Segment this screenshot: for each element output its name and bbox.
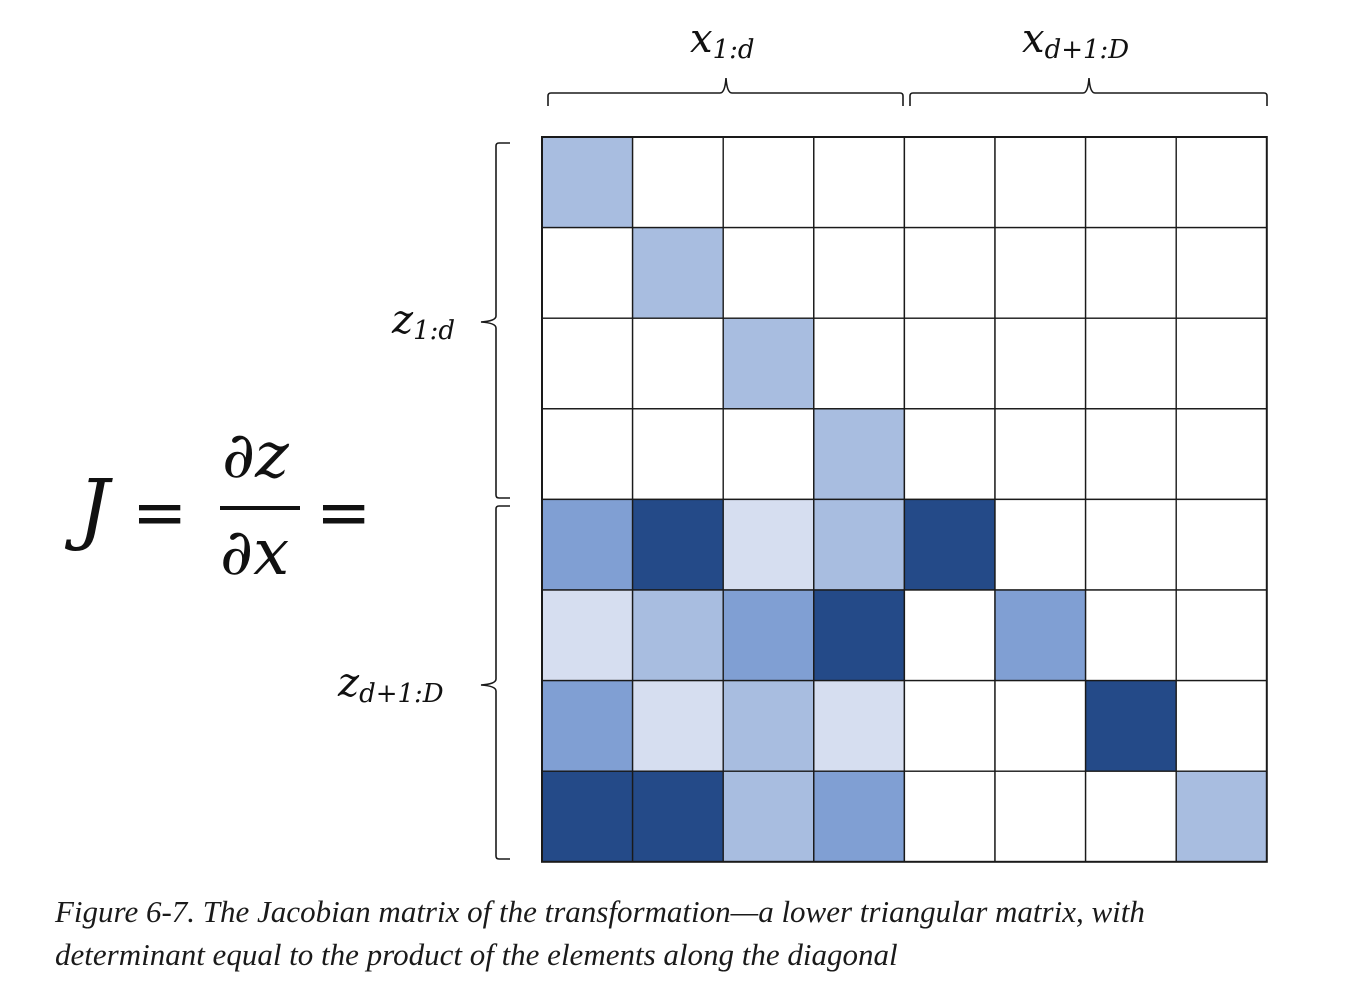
matrix-cell-r4-c8 <box>1175 408 1268 501</box>
matrix-cell-r7-c6 <box>994 679 1087 772</box>
matrix-cell-r5-c1 <box>541 498 634 591</box>
matrix-cell-r3-c6 <box>994 317 1087 410</box>
matrix-cell-r4-c3 <box>722 408 815 501</box>
matrix-cell-r1-c8 <box>1175 136 1268 229</box>
matrix-cell-r2-c3 <box>722 226 815 319</box>
matrix-cell-r2-c5 <box>903 226 996 319</box>
matrix-cell-r1-c1 <box>541 136 634 229</box>
matrix-cell-r3-c8 <box>1175 317 1268 410</box>
column-label-x-1-d: x1:d <box>690 16 755 65</box>
matrix-cell-r6-c7 <box>1084 589 1177 682</box>
row-label-z-1-d: z1:d <box>391 297 455 346</box>
matrix-cell-r3-c7 <box>1084 317 1177 410</box>
equation-denominator: ∂x <box>220 516 289 590</box>
matrix-cell-r2-c4 <box>813 226 906 319</box>
matrix-cell-r3-c4 <box>813 317 906 410</box>
matrix-cell-r5-c6 <box>994 498 1087 591</box>
matrix-cell-r2-c8 <box>1175 226 1268 319</box>
top-brace-right <box>909 77 1268 106</box>
matrix-cell-r5-c8 <box>1175 498 1268 591</box>
matrix-cell-r4-c4 <box>813 408 906 501</box>
row-label-z-d1-D: zd+1:D <box>337 660 444 709</box>
matrix-cell-r8-c2 <box>631 770 724 863</box>
matrix-cell-r7-c8 <box>1175 679 1268 772</box>
matrix-cell-r5-c2 <box>631 498 724 591</box>
jacobian-equation: J = ∂z ∂x = <box>64 419 371 590</box>
column-label-x-d1-D: xd+1:D <box>1022 16 1129 65</box>
matrix-cell-r1-c3 <box>722 136 815 229</box>
caption-line-2: determinant equal to the product of the … <box>55 937 898 972</box>
matrix-cell-r4-c5 <box>903 408 996 501</box>
matrix-cell-r3-c3 <box>722 317 815 410</box>
matrix-cell-r6-c4 <box>813 589 906 682</box>
jacobian-matrix-grid <box>541 136 1268 863</box>
matrix-cell-r8-c3 <box>722 770 815 863</box>
matrix-cell-r5-c7 <box>1084 498 1177 591</box>
matrix-cell-r6-c5 <box>903 589 996 682</box>
matrix-cell-r3-c5 <box>903 317 996 410</box>
matrix-cell-r1-c5 <box>903 136 996 229</box>
matrix-cell-r8-c5 <box>903 770 996 863</box>
matrix-cell-r4-c2 <box>631 408 724 501</box>
matrix-cell-r6-c2 <box>631 589 724 682</box>
matrix-cell-r8-c1 <box>541 770 634 863</box>
matrix-cell-r3-c1 <box>541 317 634 410</box>
matrix-cell-r4-c6 <box>994 408 1087 501</box>
left-brace-top <box>480 142 510 499</box>
matrix-cell-r1-c2 <box>631 136 724 229</box>
top-brace-left <box>547 77 904 106</box>
matrix-cell-r2-c6 <box>994 226 1087 319</box>
caption-line-1: Figure 6-7. The Jacobian matrix of the t… <box>55 894 1145 929</box>
matrix-border <box>541 136 1268 863</box>
matrix-cell-r3-c2 <box>631 317 724 410</box>
matrix-cell-r2-c1 <box>541 226 634 319</box>
matrix-cell-r5-c4 <box>813 498 906 591</box>
equation-lhs: J <box>64 464 113 554</box>
matrix-cell-r6-c6 <box>994 589 1087 682</box>
matrix-cell-r2-c2 <box>631 226 724 319</box>
equation-equals: = <box>132 474 187 551</box>
matrix-cell-r1-c7 <box>1084 136 1177 229</box>
matrix-cell-r8-c4 <box>813 770 906 863</box>
matrix-cell-r1-c4 <box>813 136 906 229</box>
matrix-cell-r7-c7 <box>1084 679 1177 772</box>
matrix-cell-r5-c3 <box>722 498 815 591</box>
matrix-cell-r7-c5 <box>903 679 996 772</box>
matrix-cell-r8-c6 <box>994 770 1087 863</box>
matrix-cell-r5-c5 <box>903 498 996 591</box>
matrix-cell-r6-c1 <box>541 589 634 682</box>
matrix-cell-r8-c8 <box>1175 770 1268 863</box>
matrix-cell-r6-c3 <box>722 589 815 682</box>
matrix-cell-r7-c2 <box>631 679 724 772</box>
matrix-cell-r6-c8 <box>1175 589 1268 682</box>
matrix-cell-r7-c4 <box>813 679 906 772</box>
left-brace-bottom <box>480 505 510 860</box>
matrix-cell-r8-c7 <box>1084 770 1177 863</box>
matrix-cell-r2-c7 <box>1084 226 1177 319</box>
matrix-cell-r4-c7 <box>1084 408 1177 501</box>
jacobian-figure: J = ∂z ∂x = x1:d xd+1:D z1:d zd+1:D <box>64 16 1268 863</box>
equation-numerator: ∂z <box>222 419 290 493</box>
matrix-cell-r4-c1 <box>541 408 634 501</box>
matrix-cell-r7-c3 <box>722 679 815 772</box>
matrix-cell-r7-c1 <box>541 679 634 772</box>
matrix-cell-r1-c6 <box>994 136 1087 229</box>
equation-equals-2: = <box>316 474 371 551</box>
figure-caption: Figure 6-7. The Jacobian matrix of the t… <box>55 890 1315 976</box>
